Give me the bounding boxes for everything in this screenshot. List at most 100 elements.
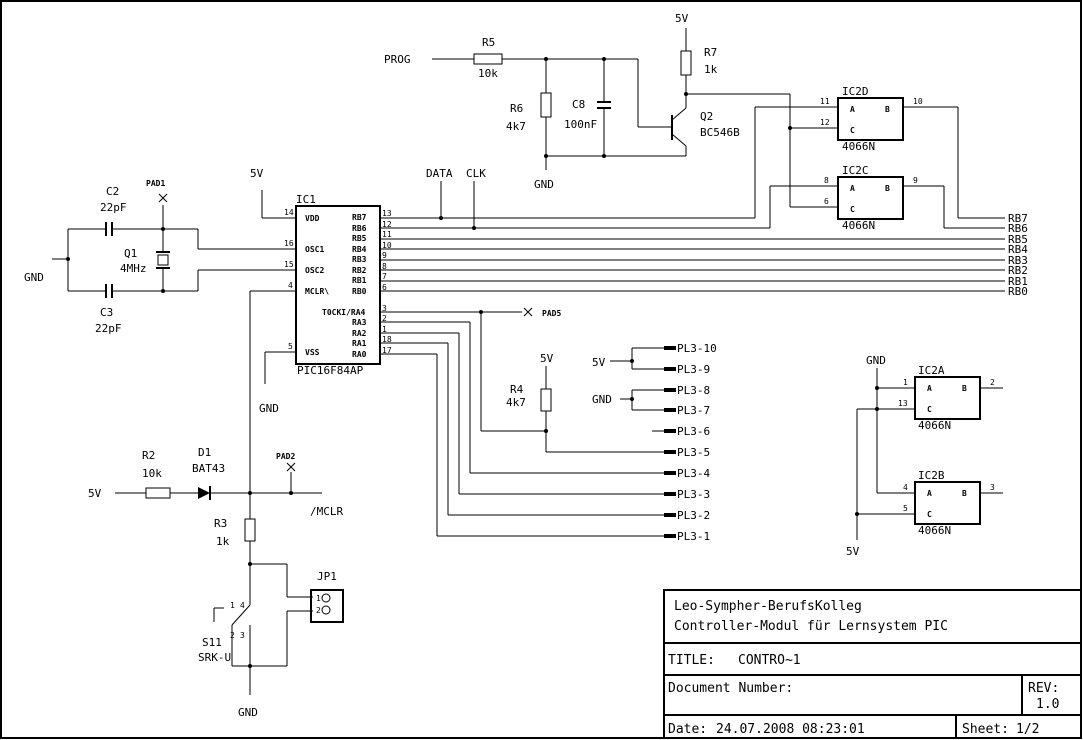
r2-ref: R2 <box>142 449 155 462</box>
c8-value: 100nF <box>564 118 597 131</box>
ic1-pin-num: 18 <box>382 335 392 344</box>
pl3-pin: PL3-7 <box>677 404 710 417</box>
pl3-pin: PL3-6 <box>677 425 710 438</box>
r3-value: 1k <box>216 535 230 548</box>
ic1-pin-num: 8 <box>382 262 387 271</box>
q1-value: 4MHz <box>120 262 147 275</box>
ic1-pin-num: 17 <box>382 346 392 355</box>
ic1-pin-num: 14 <box>284 208 294 217</box>
rev-value: 1.0 <box>1036 697 1059 712</box>
ic1-pin-num: 10 <box>382 241 392 250</box>
ic2d-switch: IC2D 4066N A B C 11 12 10 <box>820 85 923 153</box>
ic1-pin-name: RB0 <box>352 287 367 296</box>
ic1-pin-name: RB4 <box>352 245 367 254</box>
s11-ref: S11 <box>202 636 222 649</box>
ic1-pin-name: RA2 <box>352 329 367 338</box>
sheet-label: Sheet: <box>962 722 1009 737</box>
r6-value: 4k7 <box>506 120 526 133</box>
d1-ref: D1 <box>198 446 211 459</box>
title-block-project: Controller-Modul für Lernsystem PIC <box>674 619 948 634</box>
ic2b-switch: IC2B 4066N A B C 4 5 3 <box>857 469 1003 537</box>
ra-wiring: PAD5 5V R4 4k7 5V GN <box>380 307 664 537</box>
rb-label: RB6 <box>1008 222 1028 235</box>
ic1-pin-name: RB3 <box>352 255 367 264</box>
crystal-gnd-label: GND <box>24 271 44 284</box>
ic2a-ref: IC2A <box>918 364 945 377</box>
ic2d-ref: IC2D <box>842 85 869 98</box>
r2-value: 10k <box>142 467 162 480</box>
date-label: Date: <box>668 722 707 737</box>
ic1-pin-num: 12 <box>382 220 392 229</box>
ic1-pin-name: RB2 <box>352 266 367 275</box>
c2-value: 22pF <box>100 201 127 214</box>
pl3-pin: PL3-9 <box>677 363 710 376</box>
title-label: TITLE: <box>668 653 715 668</box>
pl3-pin: PL3-4 <box>677 467 710 480</box>
r5-ref: R5 <box>482 36 495 49</box>
pin-num: 11 <box>820 97 830 106</box>
ic2b-ref: IC2B <box>918 469 945 482</box>
pin-c: C <box>927 405 932 414</box>
r6-ref: R6 <box>510 102 523 115</box>
rb-output-labels: RB7 RB6 RB5 RB4 RB3 RB2 RB1 RB0 <box>1008 212 1028 298</box>
pin-a: A <box>927 489 932 498</box>
pin-num: 3 <box>990 483 995 492</box>
vdd-5v-label: 5V <box>250 167 264 180</box>
pin-b: B <box>962 384 967 393</box>
q2-value: BC546B <box>700 126 740 139</box>
ic2-gnd-label: GND <box>866 354 886 367</box>
pin-a: A <box>927 384 932 393</box>
pin-num: 1 <box>903 378 908 387</box>
c2-ref: C2 <box>106 185 119 198</box>
ic1-pin-num: 13 <box>382 209 392 218</box>
jp1-pin-2: 2 <box>316 606 321 615</box>
pl3-pin: PL3-2 <box>677 509 710 522</box>
pad2-label: PAD2 <box>276 452 295 461</box>
ic1-pin-name: OSC1 <box>305 245 324 254</box>
title-block: Leo-Sympher-BerufsKolleg Controller-Modu… <box>663 589 1082 739</box>
ic2c-ref: IC2C <box>842 164 869 177</box>
c3-value: 22pF <box>95 322 122 335</box>
connector-pl3: PL3-10 PL3-9 PL3-8 PL3-7 PL3-6 PL3-5 PL3… <box>664 342 717 543</box>
title-block-org: Leo-Sympher-BerufsKolleg <box>674 599 862 614</box>
ic1-pin-name: RA3 <box>352 318 367 327</box>
pl3-pin: PL3-10 <box>677 342 717 355</box>
ic2c-part: 4066N <box>842 219 875 232</box>
pin-c: C <box>850 205 855 214</box>
r4-value: 4k7 <box>506 396 526 409</box>
pin-b: B <box>885 105 890 114</box>
ic1-pin-num: 16 <box>284 239 294 248</box>
rb-label: RB7 <box>1008 212 1028 225</box>
ic1-pin-num: 15 <box>284 260 294 269</box>
sheet-value: 1/2 <box>1016 722 1039 737</box>
pl3-pin: PL3-3 <box>677 488 710 501</box>
jp1-pin-1: 1 <box>316 594 321 603</box>
pin-num: 10 <box>913 97 923 106</box>
pin-num: 4 <box>903 483 908 492</box>
q1-ref: Q1 <box>124 247 137 260</box>
c3-ref: C3 <box>100 306 113 319</box>
ic1-pin-name: RB5 <box>352 234 367 243</box>
pin-num: 13 <box>898 399 908 408</box>
clk-net-label: CLK <box>466 167 486 180</box>
pin-a: A <box>850 184 855 193</box>
ic2b-part: 4066N <box>918 524 951 537</box>
pad5-label: PAD5 <box>542 309 561 318</box>
r3-ref: R3 <box>214 517 227 530</box>
ic1-pin-name: RA0 <box>352 350 367 359</box>
r4-5v-label: 5V <box>540 352 554 365</box>
rb-label: RB4 <box>1008 243 1028 256</box>
pin-b: B <box>885 184 890 193</box>
ic1-pin-num: 3 <box>382 304 387 313</box>
pl3-gnd-label: GND <box>592 393 612 406</box>
ic1-pin-name: T0CKI/RA4 <box>322 308 366 317</box>
r7-value: 1k <box>704 63 718 76</box>
reset-5v-label: 5V <box>88 487 102 500</box>
rb-label: RB1 <box>1008 275 1028 288</box>
prog-circuit: PROG R5 10k R6 4k7 C8 100nF GND Q <box>384 12 792 207</box>
pin-num: 8 <box>824 176 829 185</box>
pl3-pin: PL3-8 <box>677 384 710 397</box>
ic2-5v-label: 5V <box>846 545 860 558</box>
